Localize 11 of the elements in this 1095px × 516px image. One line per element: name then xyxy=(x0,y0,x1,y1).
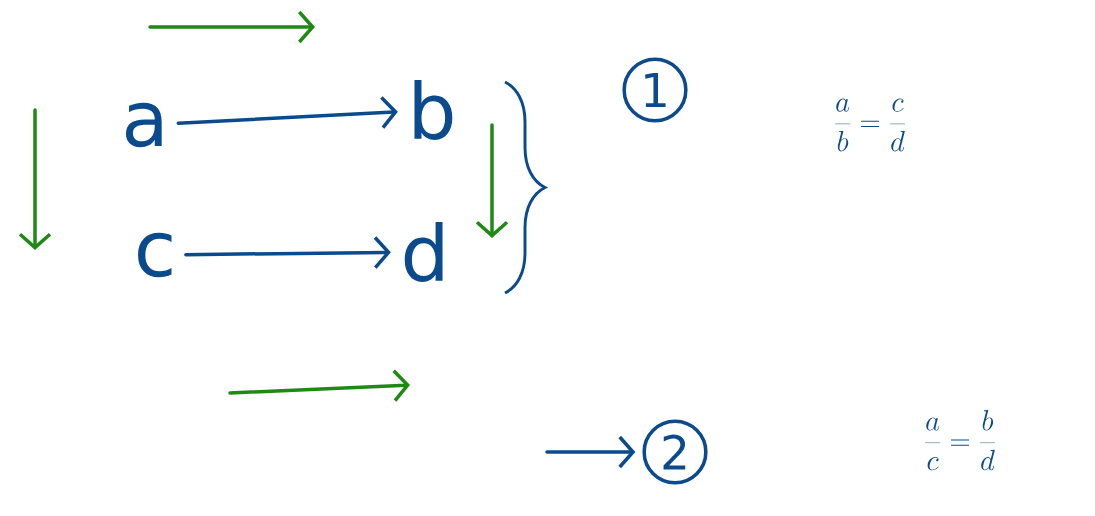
arrow xyxy=(545,435,636,469)
arrow xyxy=(184,236,391,269)
arrow xyxy=(176,96,398,129)
equation: $\frac{a}{c} = \frac{b}{d}$ xyxy=(925,410,995,471)
circled-number: 2 xyxy=(642,419,708,485)
letter: d xyxy=(404,222,443,282)
circled-number: 1 xyxy=(622,57,688,123)
letter: a xyxy=(125,102,162,148)
letter: b xyxy=(414,80,453,140)
letter: c xyxy=(138,232,172,278)
equation: $\frac{a}{b} = \frac{c}{d}$ xyxy=(835,98,905,152)
